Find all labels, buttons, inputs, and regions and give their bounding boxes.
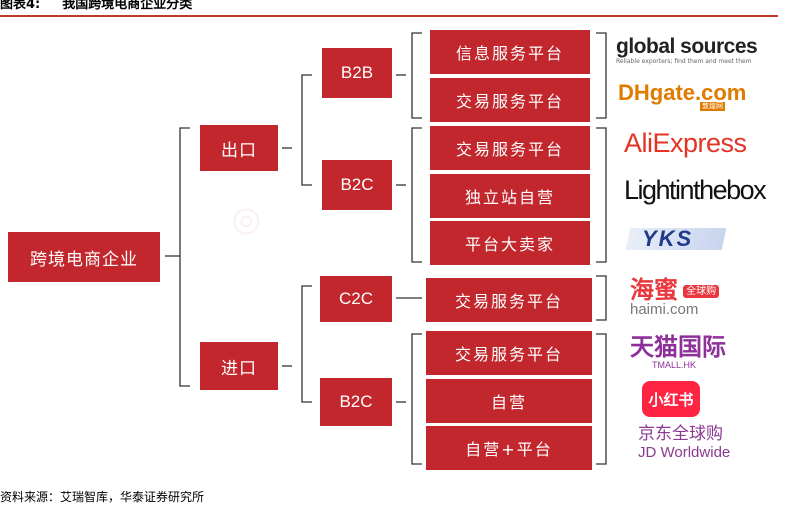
leaf-node: 信息服务平台 xyxy=(430,30,590,74)
dhgate-logo: DHgate.com 敦煌网 xyxy=(618,80,747,111)
lightinthebox-logo: Lightinthebox xyxy=(624,175,767,205)
yks-logo: YKS xyxy=(625,222,727,254)
leaf-node: 自营 xyxy=(426,379,592,423)
haimi-logo: 海蜜 全球购 haimi.com xyxy=(630,270,720,318)
xiaohongshu-logo: 小红书 xyxy=(642,381,700,417)
figure-header: 图表4: 我国跨境电商企业分类 xyxy=(0,0,214,12)
aliexpress-logo: AliExpress xyxy=(624,128,747,158)
haimi-tag: 全球购 xyxy=(683,285,720,298)
node-import: 进口 xyxy=(200,342,278,390)
tmall-name: 天猫国际 xyxy=(630,333,726,361)
figure-title: 我国跨境电商企业分类 xyxy=(62,0,193,12)
leaf-node: 独立站自营 xyxy=(430,174,590,218)
figure-label: 图表4: xyxy=(0,0,41,12)
source-note: 资料来源：艾瑞智库，华泰证券研究所 xyxy=(0,490,205,504)
jd-worldwide-logo: 京东全球购 JD Worldwide xyxy=(638,424,731,462)
leaf-node: 交易服务平台 xyxy=(430,78,590,122)
leaf-node: 自营+平台 xyxy=(426,426,592,470)
global-sources-tagline: Reliable exporters; find them and meet t… xyxy=(616,58,752,65)
jd-en: JD Worldwide xyxy=(638,444,731,461)
node-import-c2c: C2C xyxy=(320,276,392,322)
leaf-node: 交易服务平台 xyxy=(426,278,592,322)
yks-name: YKS xyxy=(642,226,694,251)
header-rule xyxy=(0,15,778,17)
node-import-b2c: B2C xyxy=(320,378,392,426)
xiaohongshu-name: 小红书 xyxy=(648,390,694,409)
node-export: 出口 xyxy=(200,125,278,171)
global-sources-name: global sources xyxy=(616,35,758,58)
root-node: 跨境电商企业 xyxy=(8,232,160,282)
dhgate-name: DHgate.com xyxy=(618,80,747,105)
jd-name: 京东全球购 xyxy=(638,424,723,444)
haimi-url: haimi.com xyxy=(630,301,699,318)
leaf-node: 平台大卖家 xyxy=(430,221,590,265)
leaf-node: 交易服务平台 xyxy=(426,331,592,375)
tmall-hk: TMALL.HK xyxy=(652,360,697,370)
leaf-node: 交易服务平台 xyxy=(430,126,590,170)
dhgate-cn-tag: 敦煌网 xyxy=(700,102,725,111)
global-sources-logo: global sources Reliable exporters; find … xyxy=(616,35,758,66)
haimi-name: 海蜜 xyxy=(630,276,678,304)
tmall-logo: 天猫国际 TMALL.HK xyxy=(630,334,726,370)
node-export-b2b: B2B xyxy=(322,48,392,98)
node-export-b2c: B2C xyxy=(322,160,392,210)
